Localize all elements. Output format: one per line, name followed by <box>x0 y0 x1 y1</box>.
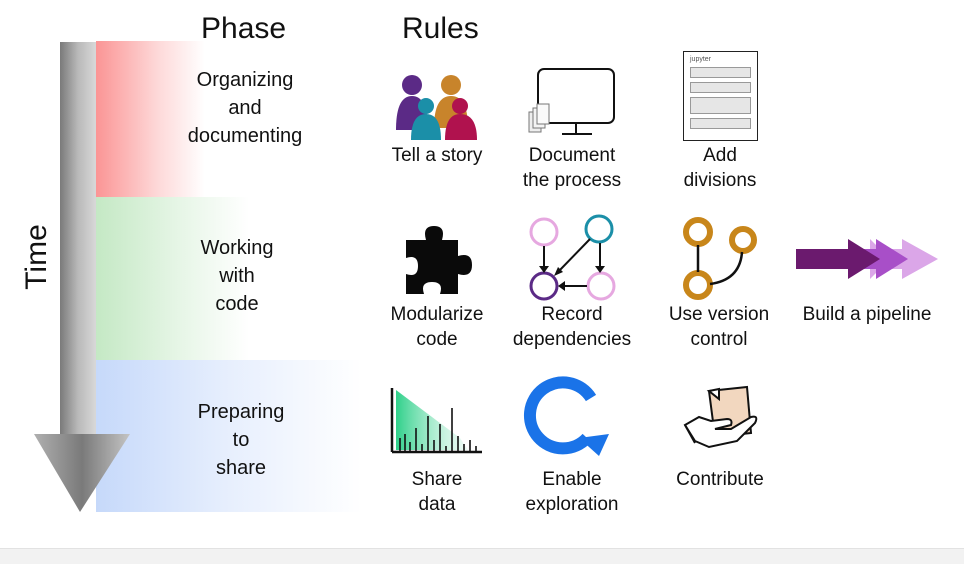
phase-header: Phase <box>201 12 287 45</box>
phase-band-working <box>96 197 436 360</box>
rules-header: Rules <box>402 12 479 45</box>
rule-contribute: Contribute <box>676 469 764 490</box>
people-icon <box>396 75 477 140</box>
rule-build-pipeline: Build a pipeline <box>802 304 932 325</box>
phase-band-organizing <box>96 41 436 197</box>
dependency-graph-icon <box>529 214 616 301</box>
monitor-icon <box>528 68 615 135</box>
notebook-brand: jupyter <box>690 56 712 63</box>
puzzle-piece-icon <box>406 226 472 294</box>
refresh-arrow-icon <box>523 376 609 456</box>
data-plot-icon <box>390 388 482 454</box>
time-axis-label: Time <box>20 224 53 290</box>
time-arrow-icon <box>34 42 130 512</box>
bottom-strip <box>0 548 964 564</box>
notebook-icon: jupyter <box>683 51 758 141</box>
git-branch-icon <box>683 217 757 300</box>
rule-tell-story: Tell a story <box>391 145 483 166</box>
hand-document-icon <box>683 385 758 449</box>
pipeline-arrows-icon <box>796 239 938 279</box>
